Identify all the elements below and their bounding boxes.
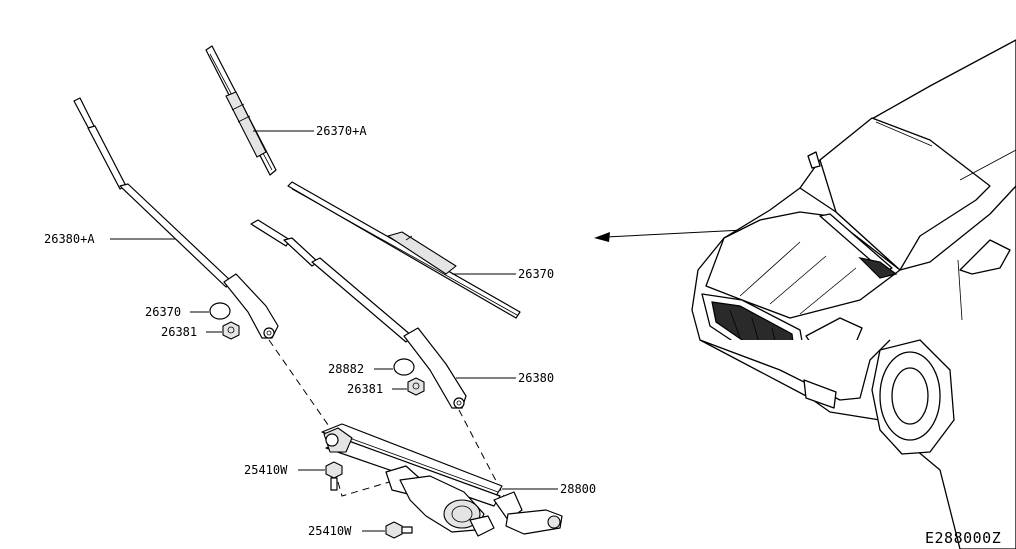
vehicle-illustration (691, 39, 1016, 549)
mounting-bolt-lower[interactable] (385, 521, 413, 539)
pivot-nut-lh[interactable] (222, 321, 240, 340)
wiper-linkage-motor-assembly[interactable] (321, 423, 563, 537)
wiper-arm-rh[interactable] (250, 219, 467, 409)
label-blade-rh: 26370 (518, 267, 554, 281)
pivot-nut-rh[interactable] (407, 377, 425, 396)
wiper-arm-lh[interactable] (73, 97, 279, 339)
label-arm-rh: 26380 (518, 371, 554, 385)
wiper-blade-lh[interactable] (205, 45, 277, 176)
pivot-cap-lh[interactable] (209, 302, 231, 320)
label-bolt-lower: 25410W (308, 524, 352, 538)
label-nut-rh: 26381 (347, 382, 383, 396)
label-linkage: 28800 (560, 482, 596, 496)
label-cap-rh: 28882 (328, 362, 364, 376)
label-cap-lh: 26370 (145, 305, 181, 319)
wiper-blade-rh[interactable] (287, 181, 521, 319)
mounting-bolt-upper[interactable] (325, 461, 343, 491)
pivot-cap-rh[interactable] (393, 358, 415, 376)
label-arm-lh: 26380+A (44, 232, 95, 246)
diagram-code: E288000Z (925, 529, 1001, 547)
label-bolt-upper: 25410W (244, 463, 288, 477)
label-nut-lh: 26381 (161, 325, 197, 339)
label-blade-lh: 26370+A (316, 124, 367, 138)
